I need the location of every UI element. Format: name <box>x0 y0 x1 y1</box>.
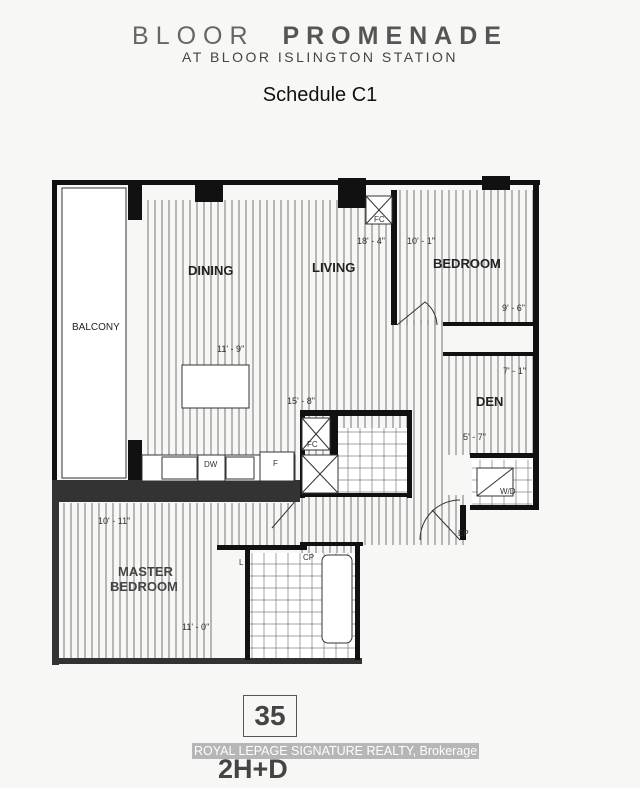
kitchen-island <box>181 364 250 409</box>
dim-living-depth: 15' - 8" <box>287 396 315 406</box>
project-subtitle: AT BLOOR ISLINGTON STATION <box>181 49 459 65</box>
fixture-fc-2: FC <box>307 440 318 449</box>
fixture-cp: CP <box>303 553 314 562</box>
dim-master-depth: 11' - 0" <box>182 622 209 632</box>
dim-bedroom-width: 10' - 1" <box>407 236 435 246</box>
dim-den-depth: 7' - 1" <box>503 366 526 376</box>
fixture-dishwasher: DW <box>204 460 218 469</box>
room-balcony: BALCONY <box>72 322 120 333</box>
title-light: BLOOR <box>132 22 255 50</box>
x-marks <box>301 195 514 497</box>
fixture-fridge: F <box>273 459 278 468</box>
dim-living-width: 18' - 4" <box>357 236 385 246</box>
doors <box>271 301 461 541</box>
schedule-label: Schedule C1 <box>262 84 378 106</box>
balcony-area <box>61 187 127 479</box>
room-dining: DINING <box>188 263 234 278</box>
room-living: LIVING <box>312 260 355 275</box>
fixture-washer-dryer: W/D <box>500 487 516 496</box>
room-master-line1: MASTER <box>118 564 174 579</box>
room-bedroom: BEDROOM <box>433 256 501 271</box>
brokerage-watermark: ROYAL LEPAGE SIGNATURE REALTY, Brokerage <box>192 743 480 759</box>
fixture-linen: L <box>239 558 244 567</box>
unit-number: 35 <box>243 695 297 737</box>
room-den: DEN <box>476 394 503 409</box>
walls <box>52 176 540 665</box>
fixture-fc-1: FC <box>374 215 385 224</box>
unit-type: 2H+D <box>218 754 288 784</box>
fixture-ep: EP <box>458 529 469 538</box>
title-bold: PROMENADE <box>282 22 508 50</box>
project-title: BLOOR PROMENADE <box>0 22 640 51</box>
floor-areas <box>57 190 534 660</box>
dim-bedroom-depth: 9' - 6" <box>502 303 525 313</box>
dim-dining-width: 11' - 9" <box>217 344 244 354</box>
dim-den-width: 5' - 7" <box>463 432 486 442</box>
room-master-line2: BEDROOM <box>110 579 178 594</box>
dim-master-width: 10' - 11" <box>98 516 130 526</box>
